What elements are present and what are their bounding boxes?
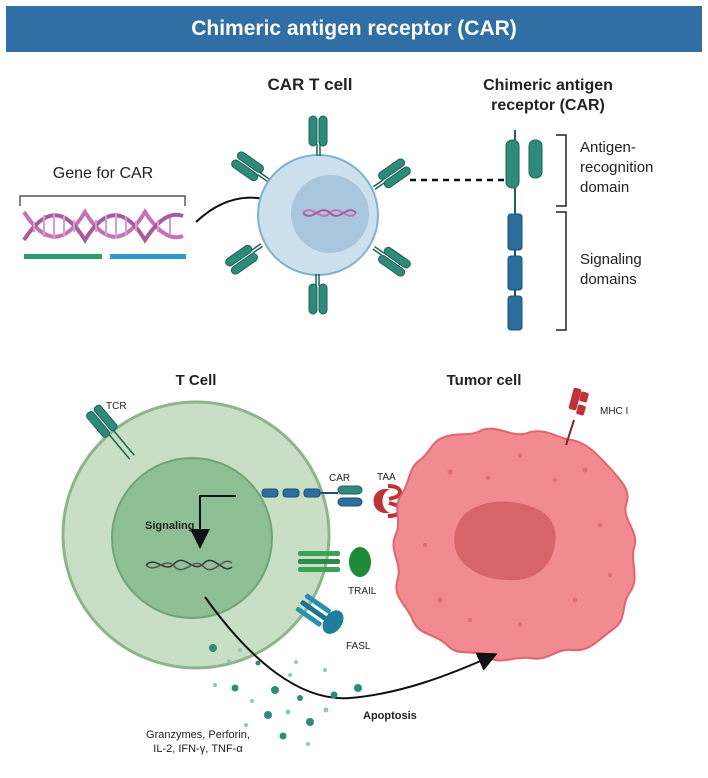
page-title: Chimeric antigen receptor (CAR) [191,17,517,40]
antigen-domain-bracket [556,134,567,207]
car-t-cell-label: CAR T cell [267,75,352,94]
car-receptor-icon [368,156,413,196]
trail-icon [298,547,371,577]
car-structure-icon [505,130,543,331]
t-cell [61,400,331,670]
membrane-car-icon [261,485,363,507]
gene-label: Gene for CAR [53,165,153,182]
tumor-cell-label: Tumor cell [447,372,522,389]
car-t-cell [257,154,379,276]
dna-helix-icon [22,208,184,244]
signaling-arrow [190,495,236,549]
cytokines-line1: Granzymes, Perforin, [146,729,250,741]
gene-segment-green [24,254,102,259]
signaling-line2: domains [580,271,637,288]
signaling-line1: Signaling [580,251,642,268]
fasl-label: FASL [346,641,371,652]
car-receptor-icon [223,237,268,277]
signaling-domains-bracket [556,211,567,331]
gene-bracket [19,195,186,206]
tcr-icon [85,404,135,460]
car-receptor-icon [308,115,328,157]
gene-segment-blue [110,254,186,259]
mhc-label: MHC I [600,406,628,417]
antigen-domain-line2: recognition [580,159,653,176]
nuclear-dna-icon [145,559,233,571]
car-label: CAR [329,473,350,484]
car-title-line1: Chimeric antigen [483,77,613,94]
tumor-cell [392,427,637,662]
cytokine-granules [209,644,362,746]
taa-label: TAA [377,472,396,483]
car-title-line2: receptor (CAR) [491,97,605,114]
fasl-icon [295,593,344,634]
mhc-i-icon [565,387,589,446]
signaling-label: Signaling [145,520,195,532]
title-banner: Chimeric antigen receptor (CAR) [6,6,702,52]
apoptosis-arrow [204,596,498,700]
apoptosis-label: Apoptosis [363,710,417,722]
antigen-domain-line3: domain [580,179,629,196]
t-cell-label: T Cell [176,372,217,389]
antigen-domain-line1: Antigen- [580,139,636,156]
trail-label: TRAIL [348,586,377,597]
tcr-label: TCR [106,401,127,412]
cytokines-line2: IL-2, IFN-γ, TNF-α [153,743,243,755]
car-receptor-icon [368,239,413,279]
car-receptor-icon [308,273,328,315]
